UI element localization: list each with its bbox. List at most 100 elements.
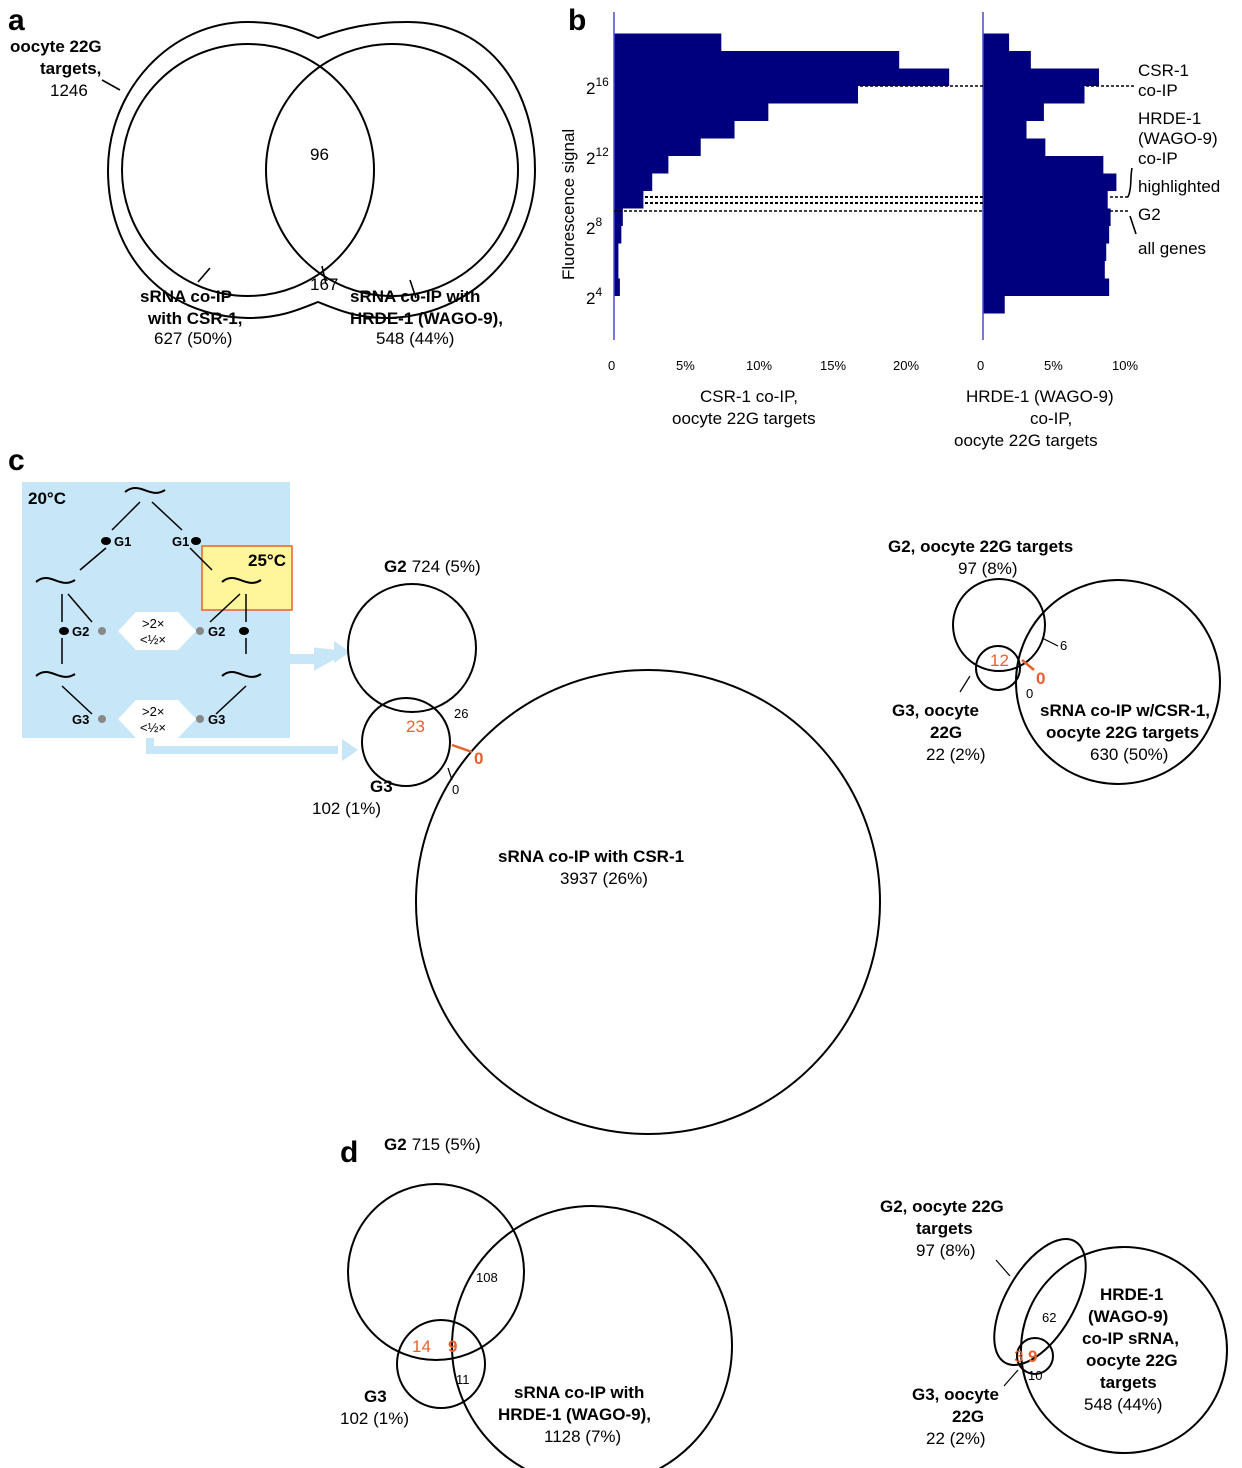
venn-d-g3-count: 102 (1%) bbox=[340, 1409, 409, 1428]
label-g2-left: G2 bbox=[72, 624, 89, 639]
left-xtick-20: 20% bbox=[893, 358, 919, 373]
left-leader bbox=[197, 267, 211, 283]
y-tick-16: 216 bbox=[586, 75, 609, 98]
venn-dr-hrde1-label-4: oocyte 22G bbox=[1086, 1351, 1178, 1370]
temp-25: 25°C bbox=[248, 551, 286, 570]
venn-d-g2 bbox=[347, 1183, 525, 1361]
temp-20: 20°C bbox=[28, 489, 66, 508]
annot-all-leader bbox=[1129, 215, 1137, 235]
label-g1-right: G1 bbox=[172, 534, 189, 549]
venn-c-triple: 0 bbox=[474, 749, 483, 768]
venn-dr-g2 bbox=[993, 1238, 1087, 1366]
y-tick-8: 28 bbox=[586, 215, 602, 238]
panel-a-outer-outline bbox=[106, 20, 537, 320]
venn-dr-overlap-g2g3: 3 bbox=[1014, 1347, 1023, 1366]
intersection-count: 96 bbox=[310, 145, 329, 164]
venn-d-g3 bbox=[396, 1319, 486, 1409]
annot-coip-1: co-IP bbox=[1138, 81, 1178, 100]
label-g1-left: G1 bbox=[114, 534, 131, 549]
worm-g2-right bbox=[221, 671, 262, 678]
right-xtick-5: 5% bbox=[1044, 358, 1063, 373]
venn-d-overlap-g3-hrde: 11 bbox=[456, 1372, 470, 1387]
venn-dr-hrde1-label-3: co-IP sRNA, bbox=[1082, 1329, 1179, 1348]
label-g3-right: G3 bbox=[208, 712, 225, 727]
venn-dr-g3-leader bbox=[1003, 1369, 1019, 1387]
worm-g2-left bbox=[35, 671, 76, 678]
venn-d-hrde1-label-1: sRNA co-IP with bbox=[514, 1383, 644, 1402]
histogram-bar-hrde1 bbox=[983, 138, 1046, 156]
venn-dr-hrde1-label-1: HRDE-1 bbox=[1100, 1285, 1163, 1304]
right-xlabel-line1: HRDE-1 (WAGO-9) bbox=[966, 387, 1114, 406]
histogram-bar-hrde1 bbox=[983, 51, 1031, 69]
histogram-bar-csr1 bbox=[614, 261, 619, 279]
histogram-bar-hrde1 bbox=[983, 278, 1110, 296]
left-xlabel-line1: CSR-1 co-IP, bbox=[700, 387, 798, 406]
panel-a-letter: a bbox=[8, 4, 25, 37]
venn-cr-g3-label-2: 22G bbox=[930, 723, 962, 742]
y-axis-label: Fluorescence signal bbox=[559, 129, 578, 280]
histogram-bar-csr1 bbox=[614, 138, 701, 156]
oocyte-g2-left bbox=[98, 627, 106, 635]
venn-c-g3 bbox=[361, 697, 451, 787]
right-xtick-0: 0 bbox=[977, 358, 984, 373]
venn-dr-g2-count: 97 (8%) bbox=[916, 1241, 976, 1260]
venn-dr-g3-label-2: 22G bbox=[952, 1407, 984, 1426]
venn-cr-csr1-label-1: sRNA co-IP w/CSR-1, bbox=[1040, 701, 1210, 720]
histogram-bar-hrde1 bbox=[983, 226, 1110, 244]
lineage-arrows bbox=[61, 501, 247, 715]
venn-dr-overlap-g3-hrde: 10 bbox=[1028, 1368, 1042, 1383]
venn-cr-overlap-g3-csr: 0 bbox=[1026, 686, 1033, 701]
germ-g2-right bbox=[239, 627, 249, 635]
heat-box bbox=[201, 545, 293, 611]
venn-cr-g2csr-leader bbox=[1041, 637, 1059, 647]
left-xtick-15: 15% bbox=[820, 358, 846, 373]
venn-c-g3-label: G3 bbox=[370, 777, 393, 796]
venn-d-hrde1 bbox=[451, 1205, 733, 1468]
compare-arrow-g3 bbox=[118, 700, 196, 738]
histogram-bar-hrde1 bbox=[983, 296, 1005, 314]
germ-g1-right bbox=[191, 537, 201, 545]
annot-all-genes: all genes bbox=[1138, 239, 1206, 258]
venn-c-g2 bbox=[347, 583, 477, 713]
venn-c-overlap-g2g3: 23 bbox=[406, 717, 425, 736]
venn-d-triple: 9 bbox=[448, 1337, 457, 1356]
venn-d-hrde1-label-2: HRDE-1 (WAGO-9), bbox=[498, 1405, 651, 1424]
compare-arrow-g2 bbox=[118, 612, 196, 650]
venn-c-csr1-label: sRNA co-IP with CSR-1 bbox=[498, 847, 684, 866]
histogram-bar-hrde1 bbox=[983, 156, 1104, 174]
oocyte-g3-left bbox=[98, 715, 106, 723]
histogram-bar-hrde1 bbox=[983, 68, 1099, 86]
histogram-csr1 bbox=[614, 33, 950, 296]
annot-csr1: CSR-1 bbox=[1138, 61, 1189, 80]
venn-dr-hrde1-label-5: targets bbox=[1100, 1373, 1157, 1392]
venn-cr-overlap-g2g3: 12 bbox=[990, 651, 1009, 670]
right-xlabel-line2: co-IP, bbox=[1030, 409, 1072, 428]
outer-label-line1: oocyte 22G bbox=[10, 37, 102, 56]
left-count: 627 (50%) bbox=[154, 329, 232, 348]
y-tick-4: 24 bbox=[586, 285, 602, 308]
annot-hrde1: HRDE-1 bbox=[1138, 109, 1201, 128]
venn-d-overlap-g2-hrde: 108 bbox=[476, 1270, 498, 1285]
histogram-bar-csr1 bbox=[614, 278, 620, 296]
right-label-line1: sRNA co-IP with bbox=[350, 287, 480, 306]
y-tick-labels: 216 212 28 24 bbox=[586, 75, 609, 308]
right-label-line2: HRDE-1 (WAGO-9), bbox=[350, 309, 503, 328]
histogram-bar-hrde1 bbox=[983, 33, 1010, 51]
venn-dr-g3 bbox=[1016, 1337, 1054, 1375]
ratio-up-g2: >2× bbox=[142, 616, 164, 631]
right-leader bbox=[409, 279, 417, 299]
histogram-bar-hrde1 bbox=[983, 191, 1108, 209]
venn-dr-triple: 9 bbox=[1028, 1347, 1037, 1366]
venn-cr-triple-leader bbox=[1021, 659, 1035, 671]
left-xtick-5: 5% bbox=[676, 358, 695, 373]
connector-g2 bbox=[146, 647, 349, 671]
worm-p0 bbox=[124, 487, 166, 494]
histogram-bar-csr1 bbox=[614, 208, 623, 226]
outside-leader bbox=[321, 265, 327, 285]
histogram-bar-hrde1 bbox=[983, 243, 1107, 261]
annot-g2: G2 bbox=[1138, 205, 1161, 224]
annot-wago9: (WAGO-9) bbox=[1138, 129, 1218, 148]
histogram-bar-hrde1 bbox=[983, 261, 1105, 279]
venn-c-g3-count: 102 (1%) bbox=[312, 799, 381, 818]
